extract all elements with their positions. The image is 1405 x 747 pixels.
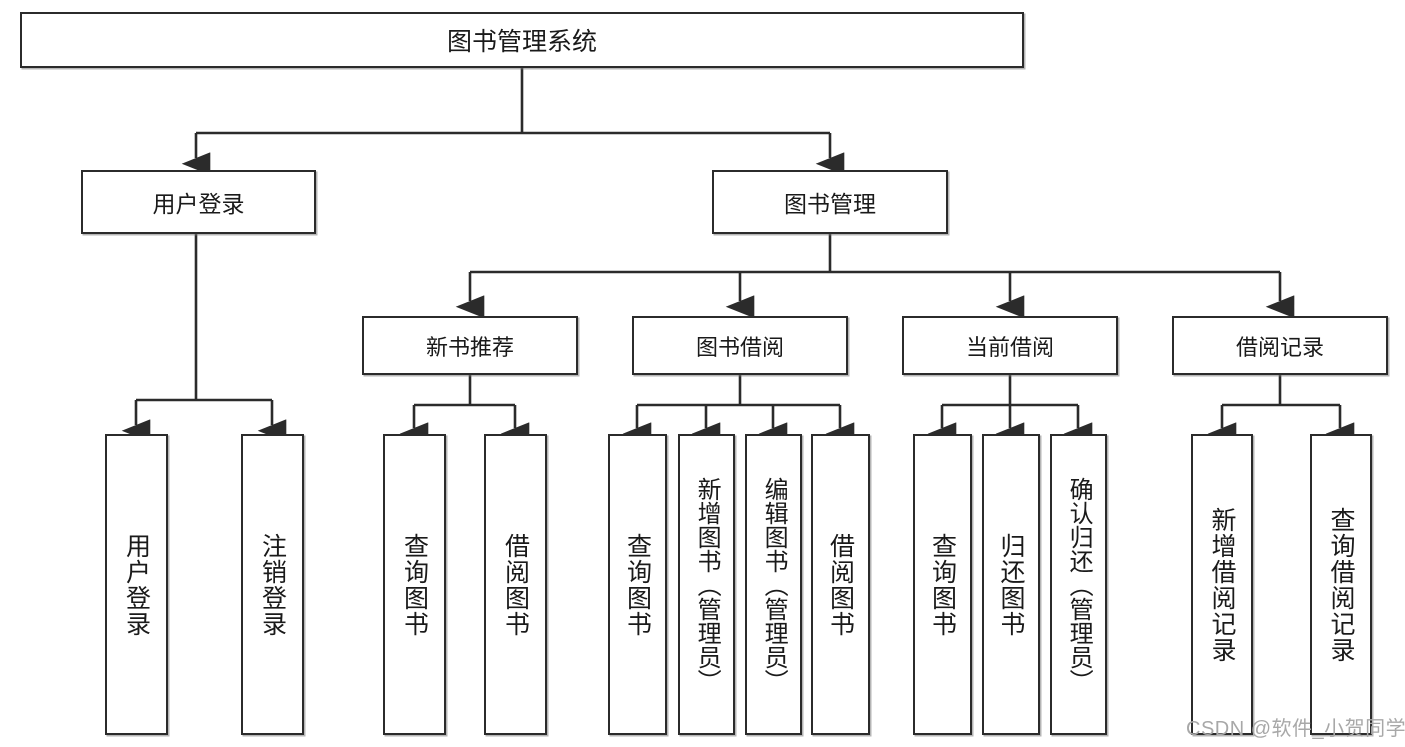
node-label: 图书借阅 bbox=[695, 334, 784, 360]
leaf-add-book-admin[interactable]: 新增图书（管理员） bbox=[678, 434, 735, 735]
node-book-management[interactable]: 图书管理 bbox=[712, 170, 948, 234]
node-book-borrow[interactable]: 图书借阅 bbox=[632, 316, 848, 375]
leaf-label: 新增图书（管理员） bbox=[693, 476, 721, 693]
leaf-label: 查询图书 bbox=[400, 532, 429, 637]
leaf-label: 查询图书 bbox=[623, 532, 652, 637]
node-label: 用户登录 bbox=[152, 191, 245, 217]
leaf-logout-login[interactable]: 注销登录 bbox=[241, 434, 304, 735]
leaf-label: 用户登录 bbox=[122, 532, 151, 637]
leaf-label: 归还图书 bbox=[997, 532, 1025, 637]
node-current-borrow[interactable]: 当前借阅 bbox=[902, 316, 1118, 375]
node-root-book-management-system[interactable]: 图书管理系统 bbox=[20, 12, 1024, 68]
node-label: 借阅记录 bbox=[1235, 334, 1324, 360]
leaf-label: 确认归还（管理员） bbox=[1065, 476, 1093, 693]
node-borrow-record[interactable]: 借阅记录 bbox=[1172, 316, 1388, 375]
node-label: 图书管理 bbox=[784, 191, 876, 217]
leaf-label: 借阅图书 bbox=[826, 532, 855, 637]
leaf-query-book-current[interactable]: 查询图书 bbox=[913, 434, 972, 735]
node-label: 图书管理系统 bbox=[446, 28, 597, 56]
leaf-edit-book-admin[interactable]: 编辑图书（管理员） bbox=[745, 434, 802, 735]
csdn-watermark: CSDN @软件_小贺同学 bbox=[1186, 718, 1405, 740]
leaf-query-book-recommend[interactable]: 查询图书 bbox=[383, 434, 446, 735]
leaf-label: 查询图书 bbox=[928, 532, 957, 637]
leaf-borrow-book-recommend[interactable]: 借阅图书 bbox=[484, 434, 547, 735]
leaf-label: 注销登录 bbox=[258, 532, 287, 637]
node-user-login[interactable]: 用户登录 bbox=[81, 170, 316, 234]
leaf-user-login[interactable]: 用户登录 bbox=[105, 434, 168, 735]
leaf-label: 查询借阅记录 bbox=[1327, 506, 1355, 663]
leaf-borrow-book[interactable]: 借阅图书 bbox=[811, 434, 870, 735]
leaf-add-borrow-record[interactable]: 新增借阅记录 bbox=[1191, 434, 1253, 735]
leaf-label: 编辑图书（管理员） bbox=[760, 476, 788, 693]
leaf-label: 新增借阅记录 bbox=[1208, 506, 1236, 663]
leaf-query-book-borrow[interactable]: 查询图书 bbox=[608, 434, 667, 735]
node-label: 新书推荐 bbox=[425, 334, 514, 360]
node-new-book-recommend[interactable]: 新书推荐 bbox=[362, 316, 578, 375]
node-label: 当前借阅 bbox=[965, 334, 1054, 360]
leaf-return-book[interactable]: 归还图书 bbox=[982, 434, 1040, 735]
leaf-label: 借阅图书 bbox=[501, 532, 530, 637]
leaf-confirm-return-admin[interactable]: 确认归还（管理员） bbox=[1050, 434, 1107, 735]
leaf-query-borrow-record[interactable]: 查询借阅记录 bbox=[1310, 434, 1372, 735]
